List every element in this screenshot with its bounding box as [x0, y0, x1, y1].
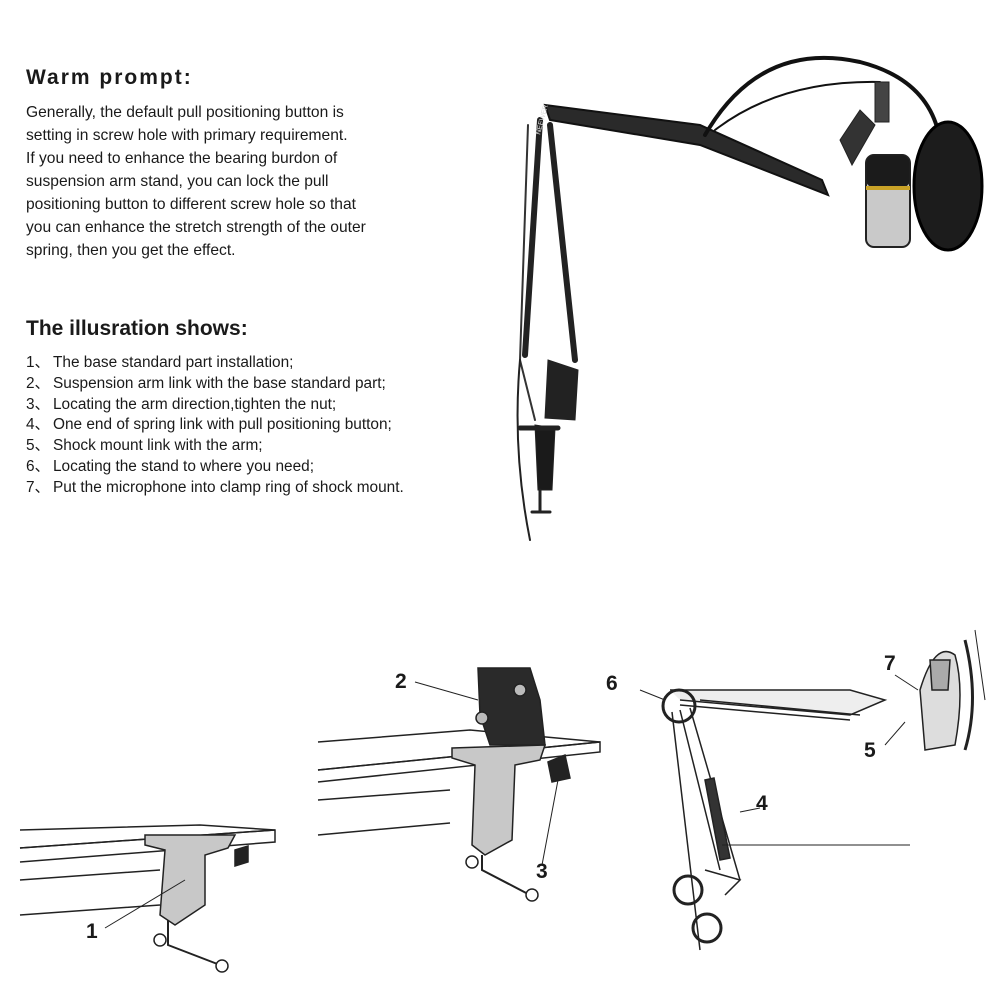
- step-text: The base standard part installation;: [53, 354, 294, 371]
- list-item: 6、Locating the stand to where you need;: [26, 457, 404, 478]
- illustration-heading: The illusration shows:: [26, 317, 248, 340]
- callout-3: 3: [536, 860, 548, 883]
- callout-4: 4: [756, 792, 768, 815]
- warm-prompt-heading: Warm prompt:: [26, 66, 193, 89]
- step-number: 7、: [26, 478, 50, 496]
- text-line: spring, then you get the effect.: [26, 242, 236, 259]
- clamp-illustration-1: [19, 824, 276, 973]
- step-number: 4、: [26, 416, 50, 434]
- step-text: Locating the arm direction,tighten the n…: [53, 395, 337, 413]
- list-item: 4、One end of spring link with pull posit…: [26, 415, 404, 436]
- step-text: Shock mount link with the arm;: [53, 437, 263, 455]
- step-text: One end of spring link with pull positio…: [53, 416, 392, 434]
- clamp-illustration-2: [317, 667, 601, 902]
- text-line: you can enhance the stretch strength of …: [26, 219, 366, 236]
- text-line: setting in screw hole with primary requi…: [26, 127, 348, 144]
- warm-prompt-text: Generally, the default pull positioning …: [26, 101, 466, 262]
- list-item: 7、Put the microphone into clamp ring of …: [26, 478, 404, 499]
- list-item: 1、The base standard part installation;: [26, 353, 404, 374]
- step-number: 3、: [26, 395, 50, 413]
- step-text: Locating the stand to where you need;: [53, 457, 314, 475]
- list-item: 2、Suspension arm link with the base stan…: [26, 374, 404, 395]
- callout-5: 5: [864, 739, 876, 762]
- list-item: 5、Shock mount link with the arm;: [26, 436, 404, 457]
- text-line: suspension arm stand, you can lock the p…: [26, 173, 329, 190]
- arm-illustration: [639, 629, 986, 951]
- callout-6: 6: [606, 672, 618, 695]
- steps-list: 1、The base standard part installation; 2…: [26, 353, 404, 499]
- step-number: 1、: [26, 354, 50, 371]
- step-number: 6、: [26, 457, 50, 475]
- text-line: positioning button to different screw ho…: [26, 196, 356, 213]
- mic-arm-photo: NEEWER: [516, 55, 984, 541]
- callout-2: 2: [395, 670, 407, 693]
- callout-7: 7: [884, 652, 896, 675]
- text-line: If you need to enhance the bearing burdo…: [26, 150, 338, 167]
- step-number: 5、: [26, 437, 50, 455]
- list-item: 3、Locating the arm direction,tighten the…: [26, 395, 404, 416]
- step-text: Suspension arm link with the base standa…: [53, 374, 386, 392]
- step-text: Put the microphone into clamp ring of sh…: [53, 478, 404, 496]
- callout-1: 1: [86, 920, 98, 943]
- text-line: Generally, the default pull positioning …: [26, 104, 344, 121]
- step-number: 2、: [26, 374, 50, 392]
